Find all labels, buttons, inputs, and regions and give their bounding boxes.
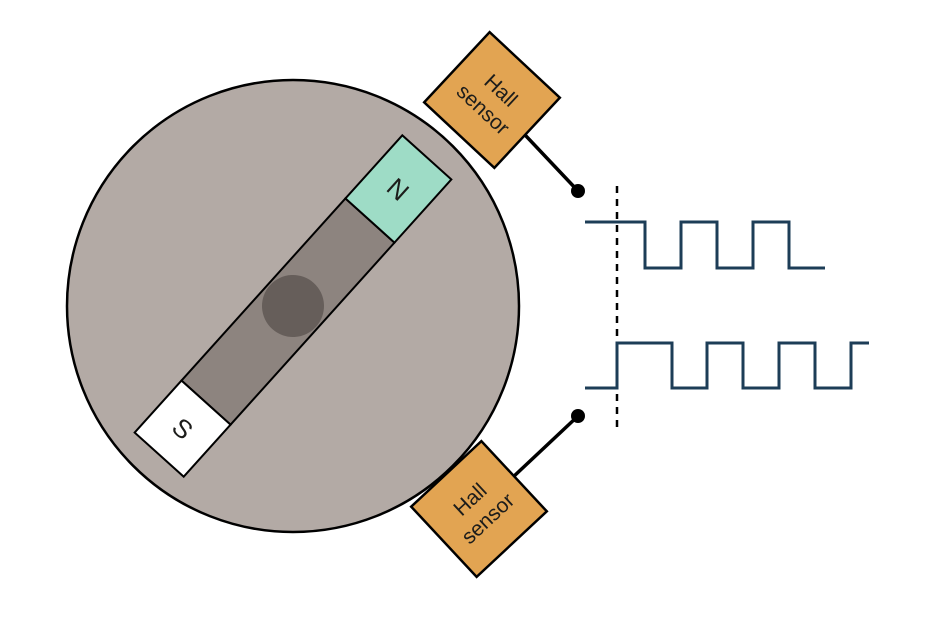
magnet-bar: N S: [133, 133, 453, 479]
top-sensor-output-waveform: [585, 220, 825, 270]
top-hall-sensor: Hall sensor: [422, 30, 562, 170]
bottom-hall-sensor: Hall sensor: [409, 439, 549, 579]
bottom-sensor-terminal-dot: [571, 409, 585, 423]
bottom-sensor-output-waveform: [585, 341, 869, 390]
south-pole-block: [133, 379, 232, 479]
top-sensor-terminal-dot: [571, 184, 585, 198]
north-pole-block: [344, 133, 453, 245]
top-hall-sensor-body: [422, 30, 562, 170]
rotor-shaft: [262, 275, 324, 337]
bottom-hall-sensor-body: [409, 439, 549, 579]
